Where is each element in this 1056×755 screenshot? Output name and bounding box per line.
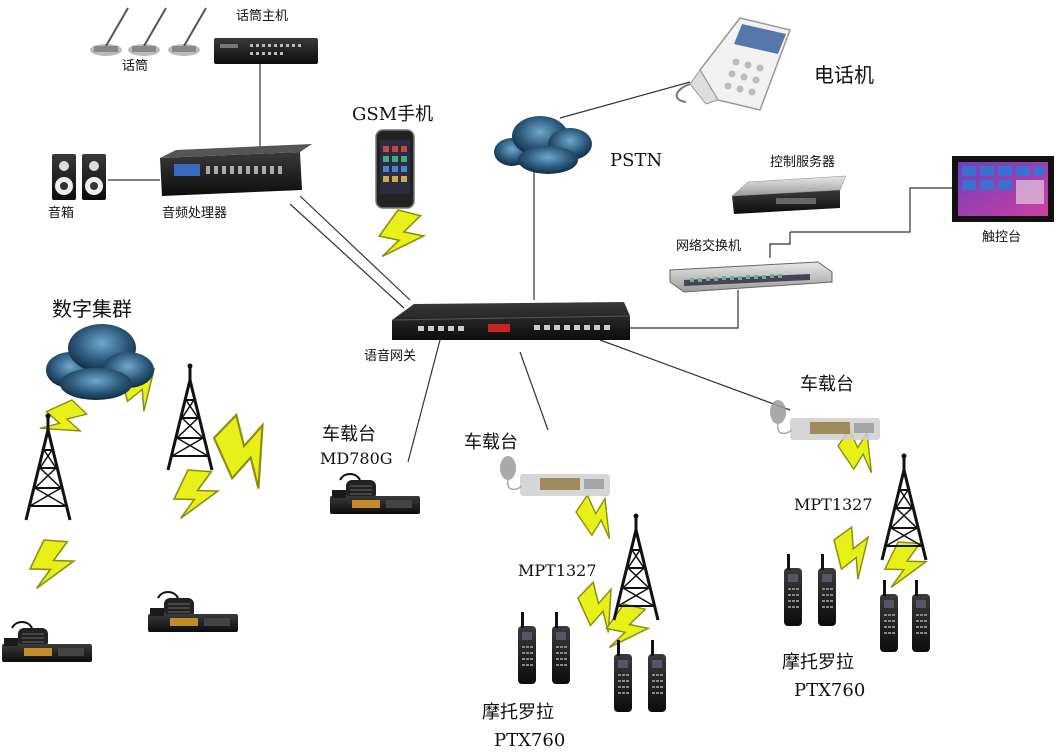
telephone — [675, 17, 792, 111]
ptx-right-label: PTX760 — [794, 680, 865, 701]
touch-console — [952, 156, 1054, 222]
vehicle-radio-1-label: 车载台 — [322, 424, 376, 445]
motorola-center-label: 摩托罗拉 — [482, 702, 554, 723]
audio-processor-label: 音频处理器 — [162, 205, 227, 221]
mpt-right-label: MPT1327 — [794, 495, 873, 514]
motorola-right-label: 摩托罗拉 — [782, 652, 854, 673]
pstn-cloud — [494, 116, 592, 174]
pstn-label: PSTN — [610, 150, 662, 171]
gsm-phone-label: GSM手机 — [352, 104, 433, 125]
vehicle-radio-2-label: 车载台 — [464, 432, 518, 453]
digital-trunking-cloud — [46, 324, 154, 400]
vehicle-radio-1-model: MD780G — [320, 449, 393, 468]
mpt-center-label: MPT1327 — [518, 561, 597, 580]
microphones — [90, 7, 207, 56]
voice-gateway-label: 语音网关 — [364, 348, 416, 364]
touch-console-label: 触控台 — [982, 230, 1021, 245]
speaker-label: 音箱 — [48, 205, 74, 221]
vehicle-radio-3-label: 车载台 — [800, 374, 854, 395]
speakers — [52, 154, 106, 200]
connection-lines — [108, 64, 956, 463]
telephone-label: 电话机 — [814, 63, 874, 87]
audio-processor — [160, 144, 312, 196]
ptx-center-label: PTX760 — [494, 730, 565, 751]
labels: 话筒 话筒主机 音箱 音频处理器 GSM手机 PSTN 电话机 控制服务器 网络… — [48, 8, 1021, 751]
digital-trunking-label: 数字集群 — [52, 297, 132, 321]
vehicle-units-mpt — [499, 399, 881, 497]
network-switch-label: 网络交换机 — [676, 238, 741, 254]
mic-label: 话筒 — [122, 58, 148, 74]
network-switch — [669, 261, 833, 293]
voice-gateway — [391, 302, 631, 340]
gsm-phone — [375, 129, 415, 209]
mic-host-label: 话筒主机 — [236, 8, 288, 24]
control-server-label: 控制服务器 — [770, 154, 835, 170]
control-server — [731, 175, 847, 214]
mic-host — [214, 38, 318, 64]
